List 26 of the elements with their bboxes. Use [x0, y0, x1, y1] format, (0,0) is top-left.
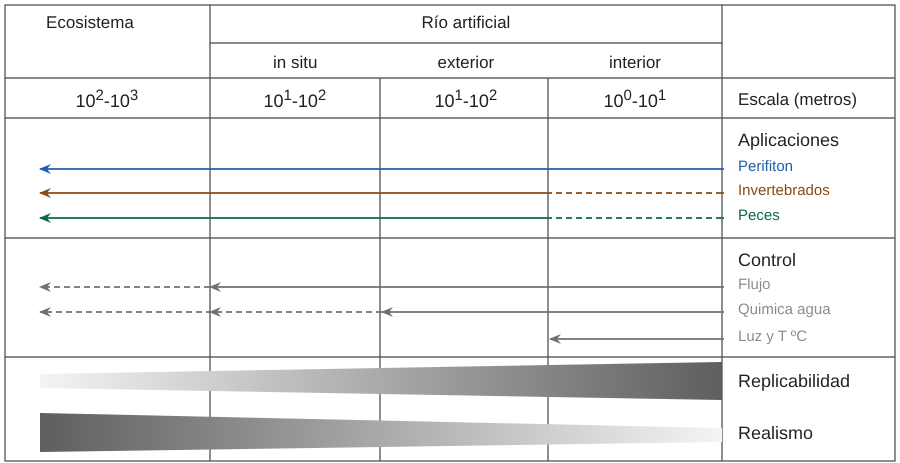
arrow — [39, 213, 724, 223]
scale-value: 10$^{1}$-10$^{2}$ — [434, 88, 498, 112]
column-header: interior — [609, 54, 661, 73]
row-label: Flujo — [738, 277, 771, 294]
section-heading: Aplicaciones — [738, 131, 840, 151]
row-label: Perifiton — [738, 159, 794, 176]
arrow — [39, 164, 724, 174]
row-header: Realismo — [738, 424, 814, 444]
row-header: Replicabilidad — [738, 372, 850, 392]
row-label: Luz y T ºC — [738, 329, 808, 346]
scale-value: 10$^{0}$-10$^{1}$ — [604, 88, 666, 112]
column-header: exterior — [438, 54, 494, 73]
arrow — [39, 282, 724, 292]
scale-value: 10$^{2}$-10$^{3}$ — [76, 88, 138, 112]
arrow — [39, 307, 724, 317]
row-label: Quimica agua — [738, 302, 831, 318]
section-heading: Control — [738, 251, 796, 271]
arrow — [39, 188, 724, 198]
column-header: Ecosistema — [46, 14, 134, 33]
scale-value: 10$^{1}$-10$^{2}$ — [264, 88, 326, 112]
column-header: in situ — [273, 54, 318, 73]
row-label: Invertebrados — [738, 183, 830, 200]
row-header: Escala (metros) — [738, 91, 858, 110]
arrow — [549, 334, 724, 344]
column-header: Río artificial — [422, 14, 510, 33]
row-label: Peces — [738, 208, 780, 224]
